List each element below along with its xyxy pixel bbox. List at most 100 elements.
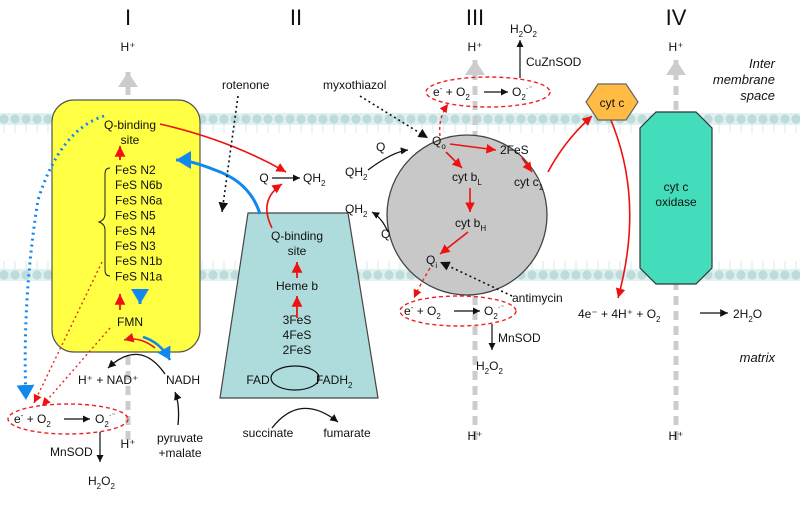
nad-label: H⁺ + NAD⁺ [78,373,138,387]
membrane-bead [0,114,9,124]
c1-qsite-to-qpool [159,123,287,173]
cytc1-to-cytc [547,115,593,173]
membrane-bead [329,114,339,124]
membrane-bead [538,114,548,124]
c3-cyt-bl: cyt bL [452,170,482,187]
mnsod-label-c3: MnSOD [498,331,541,345]
membrane-bead [736,114,746,124]
membrane-bead [32,270,42,280]
c3-top-h2o2: H2O2 [510,22,537,39]
proton-top-IV: H⁺ [669,40,684,54]
pyruvate-to-nadh-curve [174,391,182,426]
complex-IV-numeral: IV [666,5,687,30]
membrane-bead [604,270,614,280]
membrane-bead [505,114,515,124]
membrane-bead [362,114,372,124]
complex-I-fes-4: FeS N4 [115,224,156,238]
myxothiazol-arrow [359,95,429,139]
c3-q-top: Q [376,140,385,154]
qi-to-ros-dashed [413,267,431,299]
membrane-bead [208,270,218,280]
ims-label-2: membrane [713,72,775,87]
membrane-bead [571,270,581,280]
membrane-bead [450,114,460,124]
membrane-bead [307,114,317,124]
complex-I-fes-brace [97,167,111,277]
ros-c3-top-e: e- + O2 [433,84,470,102]
nadh-electron-red [123,333,156,349]
c1-fmn-to-ros-red-dotted [41,327,111,407]
complex-I-fes-2: FeS N6a [115,193,163,207]
membrane-bead [571,114,581,124]
membrane-bead [208,114,218,124]
membrane-bead [626,270,636,280]
complex-III-numeral: III [466,5,484,30]
antimycin-label: antimycin [512,291,563,305]
membrane-bead [417,114,427,124]
membrane-bead [340,114,350,124]
2fes-to-cytc1 [521,157,533,173]
ros-c3-bottom-e: e- + O2 [404,303,441,321]
complex-III-body [386,134,548,296]
ros-c3-bottom-superoxide: O2·⁻ [484,303,505,321]
membrane-bead [10,270,20,280]
membrane-bead [219,114,229,124]
cyt-c-body [585,83,639,121]
membrane-bead [780,270,790,280]
complex-I-fes-0: FeS N2 [115,163,156,177]
cytc-to-complex-IV [609,117,631,299]
complex-I-q-binding-2: site [121,133,140,147]
membrane-bead [43,270,53,280]
c2-qsite-to-qpool [266,183,283,229]
membrane-bead [32,114,42,124]
membrane-bead [263,114,273,124]
membrane-bead [494,114,504,124]
membrane-bead [483,114,493,124]
membrane-bead [736,270,746,280]
complex-II-fes-0: 3FeS [283,313,312,327]
qh2-to-q-arc-top [367,147,409,171]
rotenone-label: rotenone [222,78,270,92]
blue-reverse-arrow [175,151,262,215]
complex-I-fmn: FMN [117,315,143,329]
ros-ellipse-c1 [7,403,129,435]
c3-cyt-bh: cyt bH [455,216,486,233]
membrane-bead [527,114,537,124]
membrane-bead [296,114,306,124]
ims-label-3: space [740,88,775,103]
membrane-bead [428,114,438,124]
membrane-bead [758,114,768,124]
membrane-bead [0,270,9,280]
complex-II-fes-2: 2FeS [283,343,312,357]
c1-fes-to-ros-red-dotted [33,261,103,404]
complex-IV-product: 2H2O [733,307,762,324]
membrane-bead [395,114,405,124]
fad-label: FAD [246,373,270,387]
cuznsod-label: CuZnSOD [526,55,582,69]
nadh-label: NADH [166,373,200,387]
c1-h2o2: H2O2 [88,474,115,491]
membrane-bead [461,114,471,124]
antimycin-arrow [439,261,513,297]
fadh2-label: FADH2 [316,373,353,390]
c1-qsite-to-ros-blue-dotted [16,114,105,401]
membrane-bead [230,270,240,280]
membrane-bead [384,270,394,280]
complex-II-heme-b: Heme b [276,279,318,293]
membrane-bead [21,114,31,124]
complex-II-fes-1: 4FeS [283,328,312,342]
complex-I-fes-6: FeS N1b [115,254,163,268]
membrane-bead [318,114,328,124]
membrane-bead [747,114,757,124]
nadh-electron-blue [142,335,172,361]
membrane-bead [10,114,20,124]
membrane-bead [714,270,724,280]
complex-II-q-binding-1: Q-binding [271,229,323,243]
c3-qo: Qo [432,134,446,151]
c3-2fes: 2FeS [500,143,529,157]
pyruvate-label-2: +malate [158,446,201,460]
membrane-bead [384,114,394,124]
membrane-bead [582,114,592,124]
membrane-bead [274,114,284,124]
